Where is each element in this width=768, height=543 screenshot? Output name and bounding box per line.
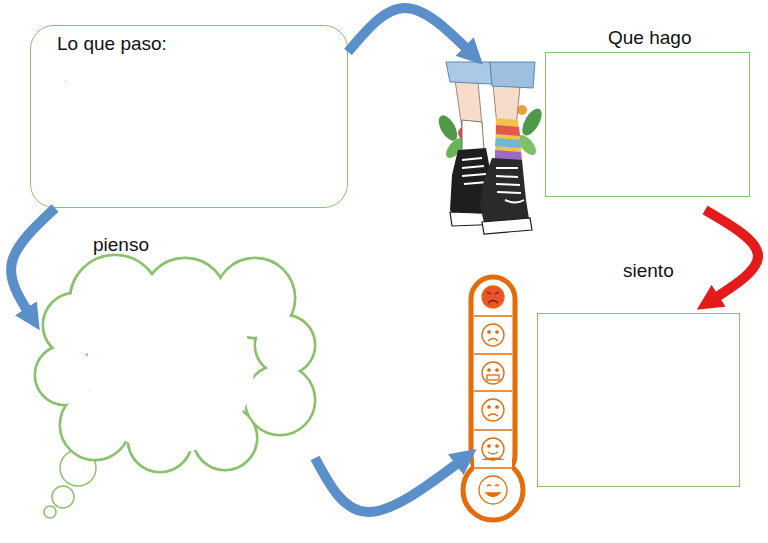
flow-arrow [315,458,462,512]
thought-bubble [44,506,56,518]
box-heading: siento [623,260,674,282]
cloud-fill [246,366,314,434]
cloud-heading: pienso [93,234,149,256]
box-outline [545,52,750,197]
box-mark: : [65,78,67,85]
flow-arrow [705,210,758,300]
box-outline [537,313,740,487]
box-heading: Lo que paso: [57,33,167,55]
action-box: Que hago [440,52,750,210]
sneakers-illustration [435,62,546,234]
cloud-outline [30,255,315,520]
cloud-fill [36,346,94,404]
box-heading: Que hago [608,27,691,49]
cloud-fill [256,316,314,374]
thought-bubble [52,486,74,508]
feeling-thermometer [463,277,523,520]
event-box: Lo que paso:: [30,25,348,208]
flow-arrow [348,8,470,52]
feeling-box: siento [462,300,742,525]
thought-cloud: pienso [30,255,315,520]
cloud-fill [86,286,254,454]
flow-arrow [11,208,55,315]
